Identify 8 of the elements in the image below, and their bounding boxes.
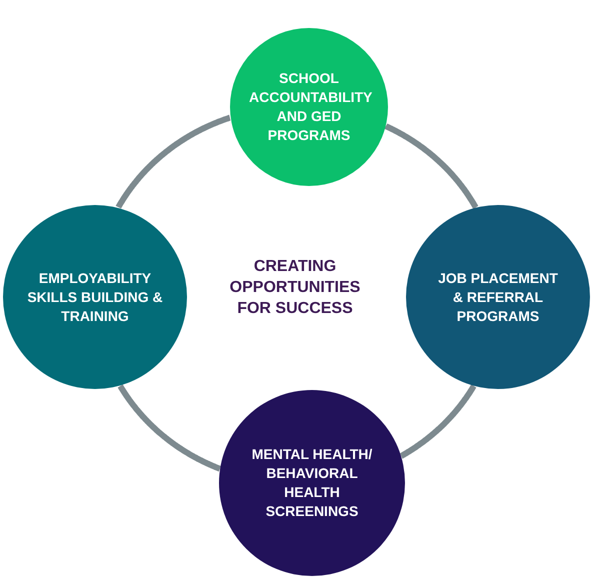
circle-label: JOB PLACEMENT & REFERRAL PROGRAMS	[437, 268, 559, 326]
center-heading: CREATING OPPORTUNITIES FOR SUCCESS	[228, 257, 362, 319]
circle-label: EMPLOYABILITY SKILLS BUILDING & TRAINING	[26, 268, 164, 326]
circle-label: MENTAL HEALTH/ BEHAVIORAL HEALTH SCREENINGS	[250, 445, 374, 521]
ring-connector	[116, 114, 232, 210]
ring-connector	[398, 384, 476, 459]
ring-connector	[118, 384, 222, 472]
ring-connector	[384, 123, 478, 210]
